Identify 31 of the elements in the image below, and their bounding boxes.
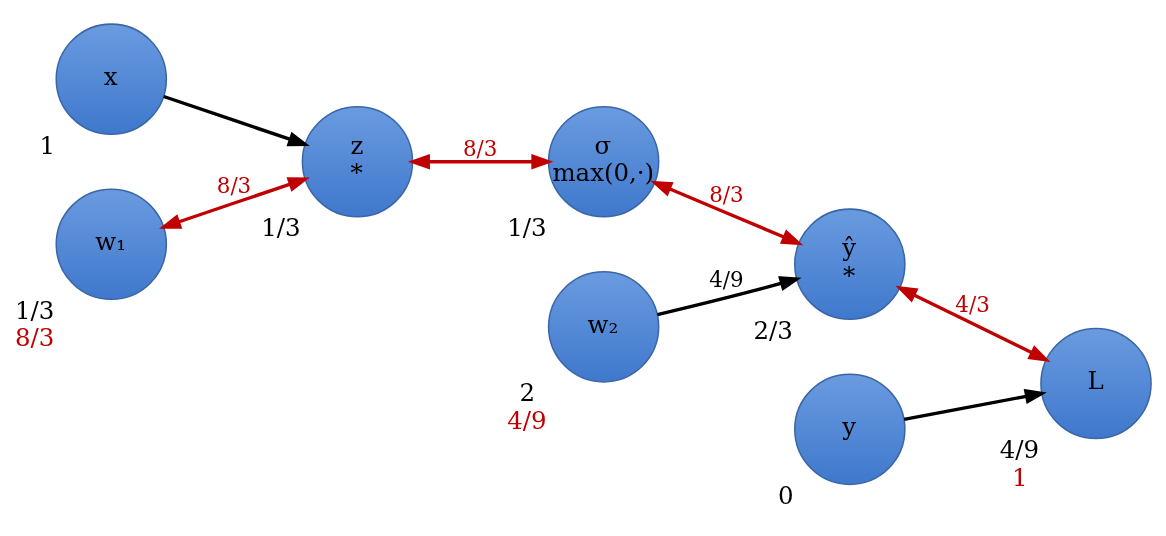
node-label: 1/3 (261, 213, 301, 243)
node-circle: ŷ * (794, 208, 906, 320)
edge-label: 8/3 (709, 181, 744, 207)
arrow (903, 388, 1047, 421)
node-label: 0 (777, 480, 794, 510)
node-label: 2/3 (753, 315, 793, 345)
node-label: 4/9 (507, 406, 547, 436)
node-label: 1/3 (507, 213, 547, 243)
edge-label: 4/9 (709, 267, 744, 293)
arrow (657, 276, 802, 317)
node-label: 1 (1011, 462, 1028, 492)
arrow (650, 180, 804, 246)
node-circle: w₂ (547, 271, 660, 383)
node-label: 1/3 (14, 295, 55, 325)
edge-label: 8/3 (462, 135, 498, 161)
arrow (895, 285, 1051, 362)
node-circle: w₁ (55, 188, 168, 301)
arrow (158, 177, 310, 229)
node-circle: L (1040, 327, 1152, 440)
edge-label: 8/3 (216, 172, 252, 198)
arrow (407, 154, 554, 170)
node-circle: σ max(0,·) (547, 105, 660, 218)
edge-label: 4/3 (955, 291, 990, 317)
node-label: 4/9 (999, 435, 1040, 465)
node-label: 2 (519, 378, 536, 408)
node-label: 1 (39, 130, 55, 160)
node-circle: y (794, 373, 906, 486)
arrow (163, 94, 310, 147)
node-label: 8/3 (14, 323, 55, 353)
node-circle: z * (301, 105, 414, 218)
node-circle: x (55, 23, 168, 135)
